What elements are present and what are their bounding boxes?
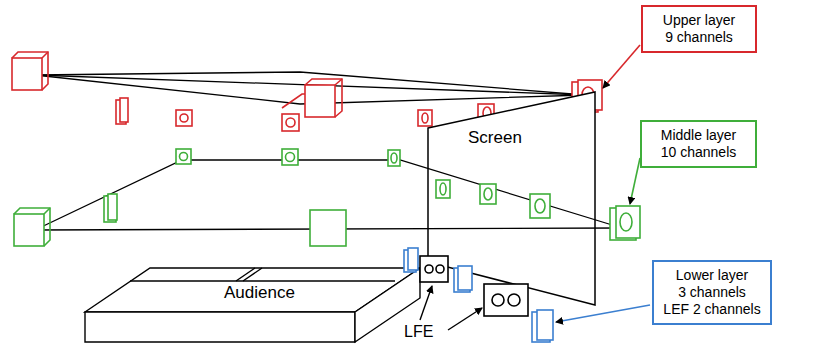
layer-name: Lower layer	[663, 267, 761, 284]
lower-layer-callout: Lower layer3 channelsLEF 2 channels	[652, 260, 772, 325]
lfe-label: LFE	[404, 323, 433, 341]
upper-layer-callout: Upper layer9 channels	[641, 5, 757, 53]
layer-name: Middle layer	[651, 127, 746, 144]
channel-count: LEF 2 channels	[663, 301, 761, 318]
channel-count: 10 channels	[651, 144, 746, 161]
audience-label: Audience	[224, 283, 295, 303]
channel-count: 9 channels	[652, 29, 746, 46]
channel-count: 3 channels	[663, 284, 761, 301]
layer-name: Upper layer	[652, 12, 746, 29]
screen-label: Screen	[468, 128, 522, 148]
middle-layer-callout: Middle layer10 channels	[640, 120, 757, 168]
